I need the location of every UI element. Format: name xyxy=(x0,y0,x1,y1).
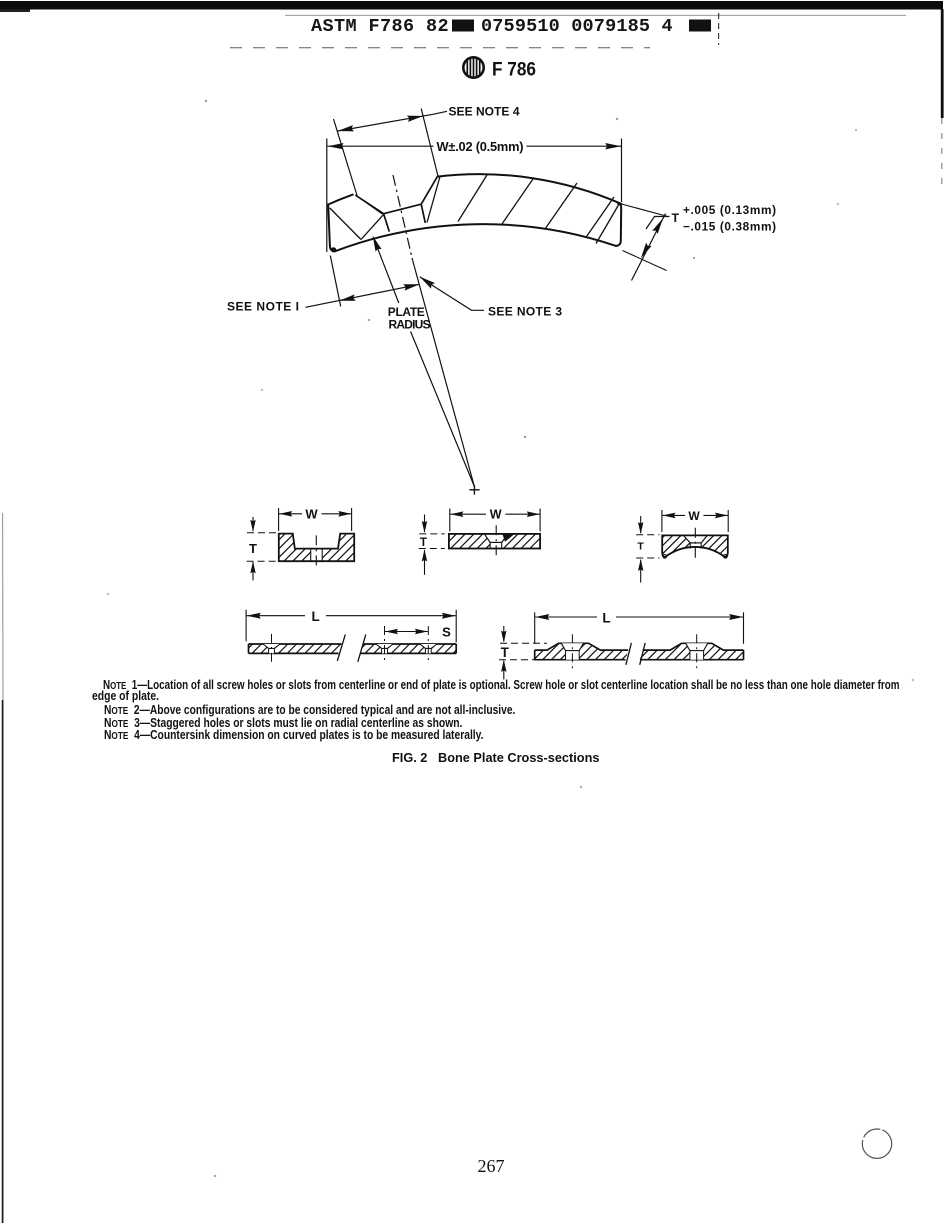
svg-text:PLATE: PLATE xyxy=(388,305,425,319)
svg-text:0759510 0079185 4: 0759510 0079185 4 xyxy=(481,16,673,37)
svg-text:T: T xyxy=(501,645,510,660)
svg-text:F 786: F 786 xyxy=(492,58,536,80)
svg-text:−.015 (0.38mm): −.015 (0.38mm) xyxy=(683,220,776,234)
svg-text:RADIUS: RADIUS xyxy=(389,318,431,332)
svg-text:T: T xyxy=(249,541,257,556)
svg-text:S: S xyxy=(442,624,451,639)
svg-text:SEE NOTE 4: SEE NOTE 4 xyxy=(449,105,520,119)
svg-text:W: W xyxy=(490,508,502,522)
svg-text:SEE NOTE 3: SEE NOTE 3 xyxy=(488,304,562,318)
svg-text:L: L xyxy=(311,609,319,624)
svg-text:L: L xyxy=(602,610,610,625)
svg-text:SEE NOTE I: SEE NOTE I xyxy=(227,300,299,314)
svg-text:T: T xyxy=(420,537,427,549)
svg-text:T: T xyxy=(672,211,680,225)
svg-text:T: T xyxy=(637,540,644,552)
svg-text:W±.02 (0.5mm): W±.02 (0.5mm) xyxy=(437,139,524,154)
svg-text:W: W xyxy=(688,509,700,523)
svg-text:ASTM F786 82: ASTM F786 82 xyxy=(311,16,449,37)
svg-text:+.005 (0.13mm): +.005 (0.13mm) xyxy=(683,203,776,217)
svg-text:W: W xyxy=(305,506,318,521)
